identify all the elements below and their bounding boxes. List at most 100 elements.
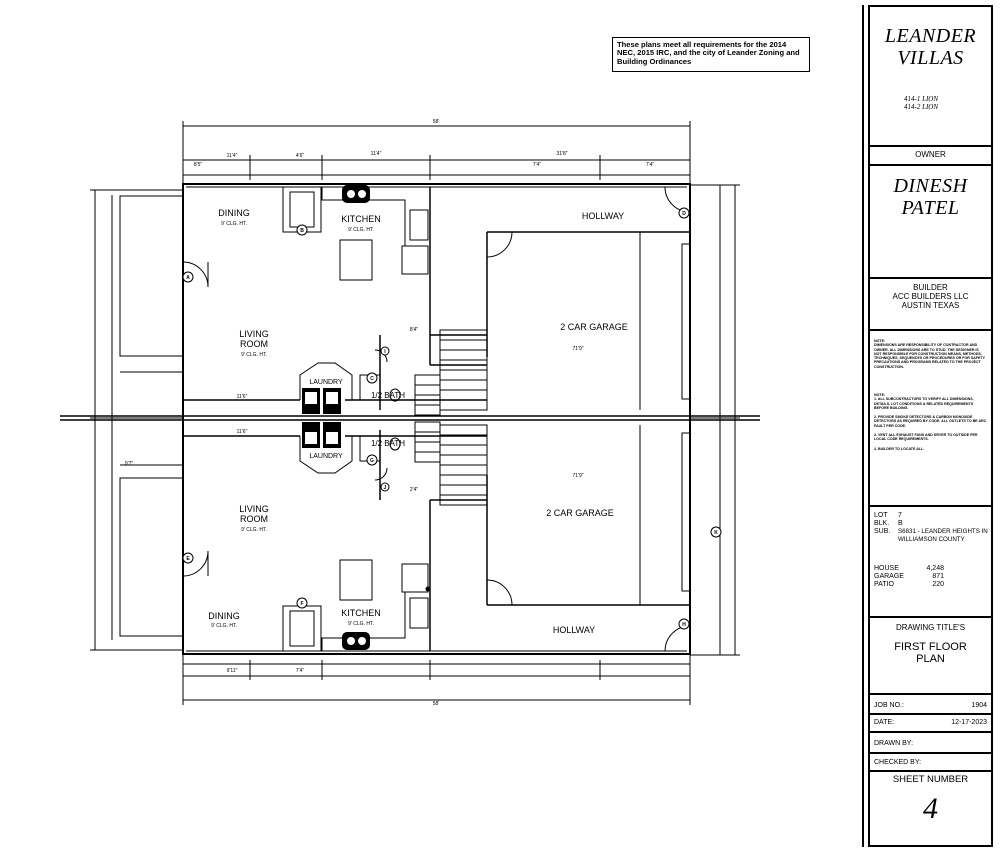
door-tag-e: E: [186, 556, 190, 562]
house-area-value: 4,248: [926, 565, 944, 572]
general-note-heading: NOTE:: [874, 339, 886, 343]
drawing-title-label: DRAWING TITLE'S: [895, 623, 966, 632]
drawing-title-line2: PLAN: [916, 653, 945, 665]
top-dimension-lines: [182, 121, 691, 190]
owner-section: OWNER: [870, 150, 991, 159]
job-number-value: 1904: [971, 702, 987, 709]
dimension-text: 2'4": [410, 487, 419, 493]
job-number-row: JOB NO.: 1904: [874, 702, 987, 710]
laundry-bays: [299, 362, 353, 474]
job-number-label: JOB NO.:: [874, 702, 904, 709]
door-tag-k: K: [714, 530, 718, 536]
dimension-text: 71'9": [572, 346, 583, 352]
door-tag-a: A: [186, 275, 190, 281]
sub-label: SUB.: [874, 528, 891, 535]
checked-by-label: CHECKED BY:: [874, 759, 922, 766]
builder-label: BUILDER: [913, 283, 948, 292]
owner-name-line2: PATEL: [901, 197, 960, 219]
room-label-living-top: LIVING: [239, 329, 269, 339]
dimension-text: 7'4": [533, 162, 542, 168]
garage-doors: [639, 232, 691, 605]
door-tag-g: G: [370, 458, 374, 464]
project-name-line1: LEANDER: [884, 25, 977, 47]
date-row: DATE:12-17-2023: [874, 719, 987, 727]
blk-value: B: [898, 520, 903, 527]
general-note-text: DIMENSIONS ARE RESPONSIBILITY OF CONTRAC…: [874, 343, 985, 369]
sheet-number: 4: [870, 791, 991, 827]
builder-note-item: 3. VENT ALL EXHAUST FANS AND DRYER TO OU…: [874, 433, 978, 442]
door-swings: [182, 186, 691, 652]
blk-label: BLK.: [874, 520, 890, 527]
floor-plan-drawing: A B C D E F G H I J K DINING 9' CLG. HT.…: [60, 119, 760, 707]
lot-value: 7: [898, 512, 902, 519]
sub-value: S6831 - LEANDER HEIGHTS IN WILLIAMSON CO…: [898, 528, 988, 543]
ceiling-label-kitchen-top: 9' CLG. HT.: [348, 227, 374, 233]
builder-note-heading: NOTE:: [874, 393, 886, 397]
builder-note-list: NOTE: 1. ALL SUBCONTRACTORS TO VERIFY AL…: [870, 393, 991, 451]
builder-note-item: 2. PROVIDE SMOKE DETECTORS & CARBON MONO…: [874, 415, 987, 428]
room-label-dining-bottom: DINING: [208, 611, 240, 621]
room-label-kitchen-top: KITCHEN: [341, 214, 381, 224]
exterior-walls: [182, 183, 691, 655]
lot-label: LOT: [874, 512, 888, 519]
owner-label: OWNER: [915, 150, 946, 159]
dimension-text: 31'8": [556, 151, 567, 157]
dimension-text: 11'4": [371, 151, 382, 157]
room-label-dining-top: DINING: [218, 208, 250, 218]
date-value: 12-17-2023: [951, 719, 987, 726]
door-tag-j: J: [384, 485, 387, 491]
room-label-hallway-bottom: HOLLWAY: [553, 625, 595, 635]
dimension-overall-bottom: 58': [433, 701, 440, 707]
door-tags: [182, 207, 722, 630]
dimension-text: 11'6": [237, 394, 248, 400]
room-label-kitchen-bottom: KITCHEN: [341, 608, 381, 618]
room-label-laundry-top: LAUNDRY: [309, 379, 343, 386]
unit-1: 414-1 LION: [904, 95, 939, 103]
door-tag-d: D: [682, 211, 686, 217]
door-tag-f: F: [300, 601, 303, 607]
half-baths: [359, 374, 401, 462]
dimension-text: 9'7": [125, 461, 134, 467]
stairs-bottom: [414, 421, 488, 506]
drawn-by-label: DRAWN BY:: [874, 740, 914, 747]
dimension-text: 4'6": [296, 153, 305, 159]
title-block: LEANDER VILLAS 414-1 LION 414-2 LION OWN…: [868, 5, 993, 847]
room-label-room-bottom: ROOM: [240, 514, 268, 524]
dimension-text: 8'5": [194, 162, 203, 168]
drawn-by-row: DRAWN BY:: [874, 740, 987, 748]
door-tag-i: I: [384, 349, 386, 355]
patio-area-value: 220: [932, 581, 944, 588]
room-label-laundry-bottom: LAUNDRY: [309, 453, 343, 460]
room-label-room-top: ROOM: [240, 339, 268, 349]
drawing-title-line1: FIRST FLOOR: [894, 641, 967, 653]
dimension-text: 11'4": [227, 153, 238, 159]
door-tag-h: H: [682, 622, 686, 628]
door-tag-b: B: [300, 228, 304, 234]
room-label-garage-top: 2 CAR GARAGE: [560, 322, 628, 332]
title-block-border: [862, 5, 864, 847]
owner-name: DINESH PATEL: [870, 175, 991, 219]
sheet-number-label: SHEET NUMBER: [892, 774, 969, 785]
builder-section: BUILDER ACC BUILDERS LLC AUSTIN TEXAS: [870, 283, 991, 310]
room-label-bath-top: 1/2 BATH: [371, 391, 405, 400]
door-tag-c: C: [370, 376, 374, 382]
lot-info: LOT 7 BLK. B SUB. S6831 - LEANDER HEIGHTS I…: [874, 512, 989, 543]
ceiling-label-kitchen-bottom: 9' CLG. HT.: [348, 621, 374, 627]
room-label-garage-bottom: 2 CAR GARAGE: [546, 508, 614, 518]
garage-area-value: 871: [932, 573, 944, 580]
range-icons: [342, 185, 370, 650]
dimension-text: 9'11": [227, 668, 238, 674]
room-label-living-bottom: LIVING: [239, 504, 269, 514]
code-compliance-text: These plans meet all requirements for th…: [617, 40, 800, 66]
project-name-line2: VILLAS: [897, 47, 964, 69]
dimension-text: 7'4": [646, 162, 655, 168]
ceiling-label-living-top: 9' CLG. HT.: [241, 352, 267, 358]
builder-note-item: 4. BUILDER TO LOCATE ALL.: [874, 446, 925, 451]
general-note: NOTE: DIMENSIONS ARE RESPONSIBILITY OF C…: [870, 339, 991, 369]
room-label-hallway-top: HOLLWAY: [582, 211, 624, 221]
house-area-label: HOUSE: [874, 565, 899, 572]
drawing-title-section: DRAWING TITLE'S: [870, 623, 991, 632]
interior-walls: [183, 187, 690, 651]
dimension-overall-top: 58': [433, 119, 440, 125]
builder-city: AUSTIN TEXAS: [901, 301, 960, 310]
